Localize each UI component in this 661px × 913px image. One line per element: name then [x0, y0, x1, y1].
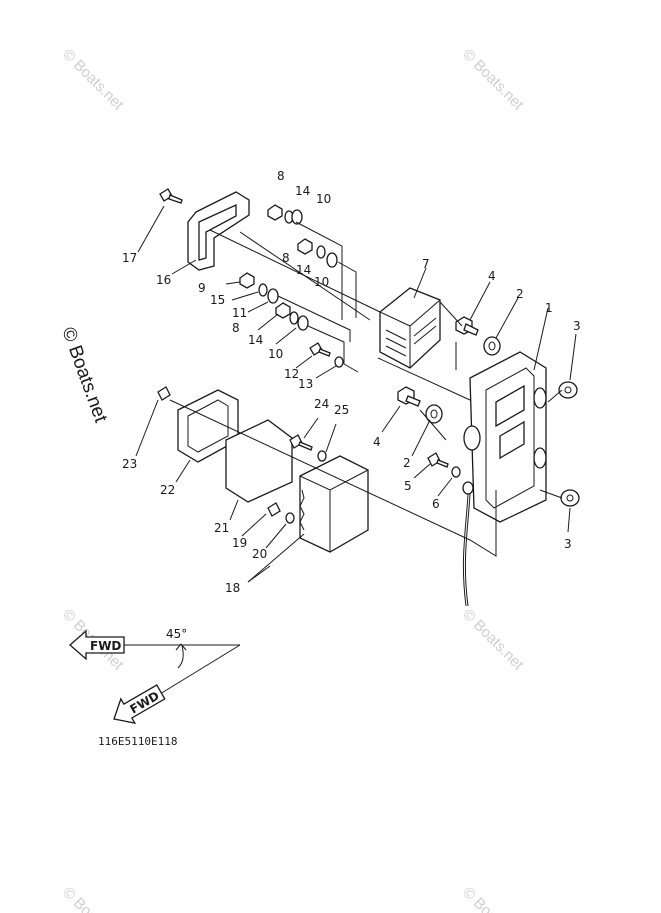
callout-8: 8 — [232, 321, 240, 335]
callout-10: 10 — [316, 192, 331, 206]
part-5-6-screw-washer — [427, 452, 461, 478]
callout-10: 10 — [314, 275, 329, 289]
callout-14: 14 — [296, 263, 311, 277]
watermarks: © Boats.net © Boats.net © Boats.net © Bo… — [59, 46, 527, 913]
callout-9: 9 — [198, 281, 206, 295]
watermark-top-right: © Boats.net — [459, 46, 527, 114]
callout-15: 15 — [210, 293, 225, 307]
callout-1: 1 — [545, 301, 553, 315]
watermark-side: © Boats.net — [57, 325, 111, 426]
callout-17: 17 — [122, 251, 137, 265]
part-4-2-collars — [397, 316, 501, 424]
callout-14: 14 — [248, 333, 263, 347]
callout-5: 5 — [404, 479, 412, 493]
watermark-bottom-right: © Boats.net — [459, 884, 527, 913]
callout-8: 8 — [282, 251, 290, 265]
callout-21: 21 — [214, 521, 229, 535]
part-17-bolt — [159, 188, 183, 204]
ground-lead — [462, 481, 474, 607]
part-23-bolt — [157, 386, 171, 401]
callout-13: 13 — [298, 377, 313, 391]
hardware-upper — [239, 204, 344, 368]
callout-4: 4 — [488, 269, 496, 283]
diagram-code: 116E5110E118 — [98, 735, 177, 748]
part-18-cdi-unit — [299, 455, 369, 553]
callout-20: 20 — [252, 547, 267, 561]
callout-6: 6 — [432, 497, 440, 511]
callout-23: 23 — [122, 457, 137, 471]
callout-18: 18 — [225, 581, 240, 595]
watermark-top-left: © Boats.net — [59, 46, 127, 114]
watermark-bottom-left: © Boats.net — [59, 884, 127, 913]
part-1-mount-plate — [463, 351, 547, 523]
fwd-label: FWD — [90, 639, 121, 653]
assembly-lines — [169, 221, 563, 557]
part-21-plate — [225, 419, 293, 503]
fwd-arrow-angled-icon — [113, 684, 166, 725]
callout-2: 2 — [403, 456, 411, 470]
part-7-relay — [379, 287, 441, 369]
leader-lines — [135, 205, 577, 583]
callout-3: 3 — [564, 537, 572, 551]
fwd-indicator: FWD 45° FWD — [69, 627, 241, 725]
callout-22: 22 — [160, 483, 175, 497]
callout-12: 12 — [284, 367, 299, 381]
callout-10: 10 — [268, 347, 283, 361]
part-3-grommets — [558, 381, 580, 507]
callout-25: 25 — [334, 403, 349, 417]
callout-3: 3 — [573, 319, 581, 333]
hardware-lower — [267, 434, 327, 524]
part-22-gasket — [177, 389, 239, 463]
callout-7: 7 — [422, 257, 430, 271]
callout-24: 24 — [314, 397, 329, 411]
angle-label: 45° — [166, 627, 187, 641]
callout-11: 11 — [232, 306, 247, 320]
callout-16: 16 — [156, 273, 171, 287]
callout-numbers: 1 2 2 3 3 4 4 5 6 7 8 8 8 9 10 10 10 11 … — [122, 169, 581, 595]
callout-4: 4 — [373, 435, 381, 449]
callout-8: 8 — [277, 169, 285, 183]
callout-2: 2 — [516, 287, 524, 301]
watermark-mid-right: © Boats.net — [459, 606, 527, 674]
part-16-bracket — [187, 191, 250, 271]
callout-14: 14 — [295, 184, 310, 198]
callout-19: 19 — [232, 536, 247, 550]
